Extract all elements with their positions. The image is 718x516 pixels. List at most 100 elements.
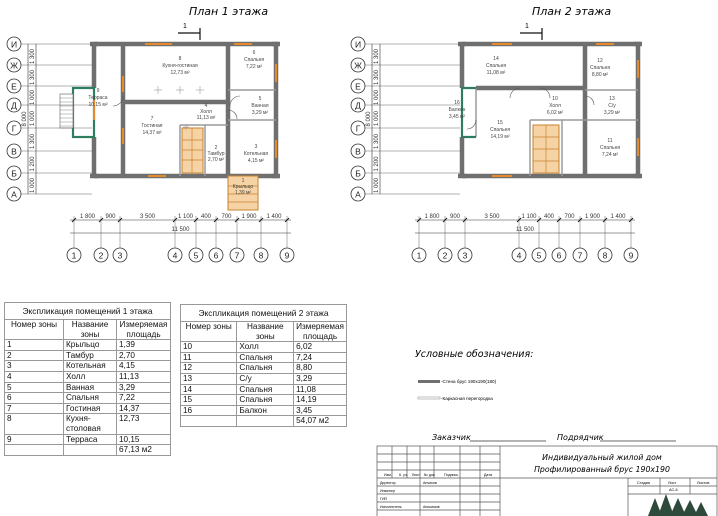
tb-role-1: Инженер [380, 489, 395, 493]
col-axis-marker [188, 247, 204, 263]
table2-header-area: Измеряемая площадь [293, 320, 347, 343]
table2-cell: 15 [179, 394, 238, 406]
table1-cell: Холл [63, 370, 117, 383]
col-dim-value: 1 900 [585, 214, 601, 220]
col-dim-value: 1 400 [266, 214, 282, 220]
table2-cell: 7,24 [293, 351, 347, 364]
tb-role-0: Директор [380, 481, 396, 485]
col-dim-total: 11 500 [516, 227, 535, 233]
room2-wc-name: С/у [608, 103, 616, 109]
room2-bedroom11-name: Спальня [600, 145, 620, 151]
table1-cell: 2 [4, 349, 64, 362]
room2-wc-area: 3,29 м² [604, 110, 621, 116]
table2-cell: Спальня [236, 362, 295, 374]
table1-cell: 3 [4, 360, 64, 372]
col-axis-label: 2 [99, 251, 104, 261]
dim-tick [516, 217, 522, 223]
dim-tick [193, 217, 199, 223]
tb-col-2: Лист [412, 473, 420, 477]
room-kitchen-name: Кухня-гостиная [162, 63, 198, 69]
row-dim-total: 8 000 [22, 111, 28, 127]
table2-cell: 11 [179, 351, 238, 364]
col-axis-label: 4 [173, 251, 178, 261]
plan2-doors [492, 43, 639, 177]
room2-bedroom11-num: 11 [607, 138, 612, 144]
room2-bedroom15-num: 15 [497, 120, 503, 126]
row-dim-value: 1 000 [374, 110, 380, 126]
room2-bedroom15-name: Спальня [490, 127, 510, 133]
room2-bedroom12-name: Спальня [590, 65, 610, 71]
col-axis-label: 7 [235, 251, 240, 261]
col-dim-value: 700 [221, 214, 232, 220]
table1-cell: Терраса [63, 433, 117, 446]
col-axis-label: 8 [259, 251, 264, 261]
col-axis-marker [112, 247, 128, 263]
plan1-partitions [179, 89, 276, 176]
row-axis-label: В [355, 147, 361, 157]
table1-cell: 14,37 [116, 402, 171, 415]
row-axis-label: А [355, 190, 361, 200]
room-boiler-area: 4,15 м² [248, 158, 265, 164]
row-axis-label: Д [11, 101, 17, 111]
table1-cell: Ванная [63, 381, 117, 394]
contractor-label: Подрядчик [557, 433, 604, 442]
row-dim-value: 1 300 [374, 133, 380, 149]
table1-cell: 1,39 [116, 339, 171, 351]
row-axis-label: Ж [10, 61, 18, 71]
tb-col-1: К. уч. [399, 473, 408, 477]
row-dim-value: 1 300 [374, 69, 380, 85]
plan2-balcony-frame [460, 86, 476, 139]
table1-caption: Экспликация помещений 1 этажа [4, 302, 171, 319]
room-porch-num: 1 [242, 178, 245, 184]
col-dim-value: 400 [201, 214, 212, 220]
tb-col-5: Дата [484, 473, 492, 477]
legend: Условные обозначения: -Стена брус 190х19… [415, 349, 533, 401]
room2-balcony-area: 3,45 м² [449, 114, 466, 120]
table2-cell: Балкон [236, 404, 295, 417]
dim-tick [234, 217, 240, 223]
col-dim-value: 1 100 [178, 214, 194, 220]
tb-role-2: ГИП [380, 497, 388, 501]
table2-cell: Спальня [236, 394, 295, 406]
room-kitchen-area: 12,73 м² [170, 70, 189, 76]
col-dim-total: 11 500 [172, 227, 191, 233]
col-axis-marker [229, 247, 245, 263]
row-dim-value: 1 000 [30, 89, 36, 105]
room2-bedroom15-area: 14,19 м² [490, 134, 509, 140]
room2-bedroom14-name: Спальня [486, 63, 506, 69]
table2-caption: Экспликация помещений 2 этажа [180, 304, 347, 321]
plan1-section-mark: 1 [183, 23, 187, 30]
project-line2: Профилированный брус 190х190 [534, 465, 670, 474]
table2-cell: 3,29 [293, 372, 347, 385]
row-dim-value: 1 000 [374, 89, 380, 105]
room-kitchen-num: 8 [179, 56, 182, 62]
plan2-title: План 2 этажа [532, 5, 611, 18]
room-vestibule-area: 2,70 м² [208, 157, 225, 163]
row-axis-label: Ж [354, 61, 362, 71]
plan1-doors [93, 43, 277, 177]
col-axis-marker [551, 247, 567, 263]
plan2-room-labels: 14 Спальня 11,08 м² 12 Спальня 8,80 м² 1… [449, 56, 621, 158]
room2-balcony-num: 16 [454, 100, 460, 106]
room2-bedroom11-area: 7,24 м² [602, 152, 619, 158]
dim-tick [442, 217, 448, 223]
col-dim-value: 1 900 [241, 214, 257, 220]
plan1-title: План 1 этажа [189, 5, 268, 18]
dim-tick [628, 217, 634, 223]
table1-header-num: Номер зоны [4, 318, 64, 341]
table2-header-num: Номер зоны [179, 320, 238, 343]
col-axis-label: 7 [578, 251, 583, 261]
col-dim-value: 1 800 [424, 214, 440, 220]
col-axis-marker [531, 247, 547, 263]
row-axis-label: Б [355, 169, 361, 179]
table1-cell: 2,70 [116, 349, 171, 362]
room-terrace-area: 10,15 м² [88, 102, 107, 108]
col-axis-label: 5 [537, 251, 542, 261]
row-axis-label: А [11, 190, 17, 200]
